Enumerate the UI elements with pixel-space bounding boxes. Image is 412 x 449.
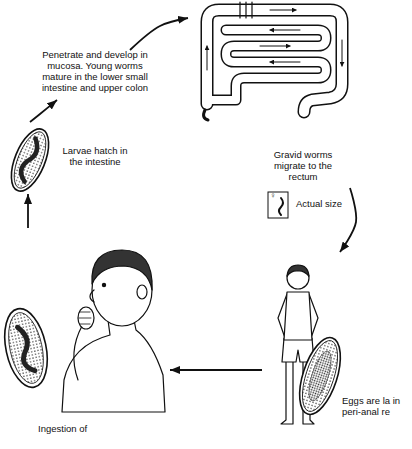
colon-outline [207, 10, 342, 112]
child-leg [281, 360, 293, 424]
child-hair [92, 250, 152, 290]
stage-caption: Eggs are la in peri-anal re [342, 396, 406, 418]
egg-drawing [4, 124, 57, 196]
cycle-arrow [170, 369, 262, 371]
egg-shell [0, 305, 54, 392]
stage-region: Gravid worms migrate to the rectum [188, 2, 360, 188]
stage-region: Penetrate and develop in mucosa. Young w… [35, 50, 157, 100]
label-holder: ♀ [270, 192, 276, 201]
egg-inner-shell [3, 309, 49, 386]
worm-marks [240, 2, 252, 18]
egg-shell [291, 333, 348, 420]
actual-size-box [268, 192, 288, 218]
worm-actual-size [279, 198, 283, 215]
small-intestine-outline [212, 30, 326, 100]
child-ear [137, 285, 147, 299]
child-hand [78, 307, 94, 329]
cycle-arrow [130, 18, 188, 50]
stage-caption: Ingestion of [38, 424, 128, 435]
embryo-larva [17, 326, 35, 373]
child-shoulders [62, 320, 165, 412]
child-eye [102, 283, 105, 286]
embryo [304, 349, 335, 403]
flow-arrow [270, 10, 296, 11]
stage-caption: Larvae hatch in the intestine [58, 146, 132, 168]
small-intestine-lumen [212, 30, 326, 100]
colon-lumen [207, 10, 342, 112]
stage-caption: Gravid worms migrate to the rectum [266, 150, 340, 183]
cycle-arrow [340, 188, 356, 252]
flow-arrow [270, 62, 300, 63]
appendix [204, 110, 208, 120]
flow-arrow [270, 30, 300, 31]
egg-shell [4, 124, 57, 196]
cycle-arrow [27, 194, 29, 228]
child-shirt [284, 292, 312, 340]
stage-region: Eggs are la in peri-anal re [262, 252, 410, 432]
size-note: Actual size [296, 199, 342, 209]
intestine-drawing [204, 2, 342, 120]
ingesting-child [62, 250, 165, 412]
stage-region: Ingestion of [2, 228, 170, 444]
child-fingers [79, 312, 91, 324]
label-holder: Actual size [296, 199, 342, 209]
child-arm [74, 326, 82, 380]
size-frame [268, 192, 288, 218]
egg-drawing [291, 333, 348, 420]
egg-inner-shell [295, 336, 344, 415]
flow-arrow [260, 46, 290, 47]
child-hair [287, 265, 309, 276]
cycle-arrow [30, 100, 57, 122]
egg-drawing [0, 305, 54, 392]
flow-arrow [207, 46, 208, 70]
sex-symbol: ♀ [270, 192, 276, 201]
flow-arrow [342, 40, 343, 66]
larva [18, 138, 42, 182]
stage-caption: Penetrate and develop in mucosa. Young w… [35, 50, 155, 94]
egg-inner-shell [8, 128, 53, 193]
child-nose [90, 290, 94, 302]
stage-region: Larvae hatch in the intestine [4, 122, 134, 194]
